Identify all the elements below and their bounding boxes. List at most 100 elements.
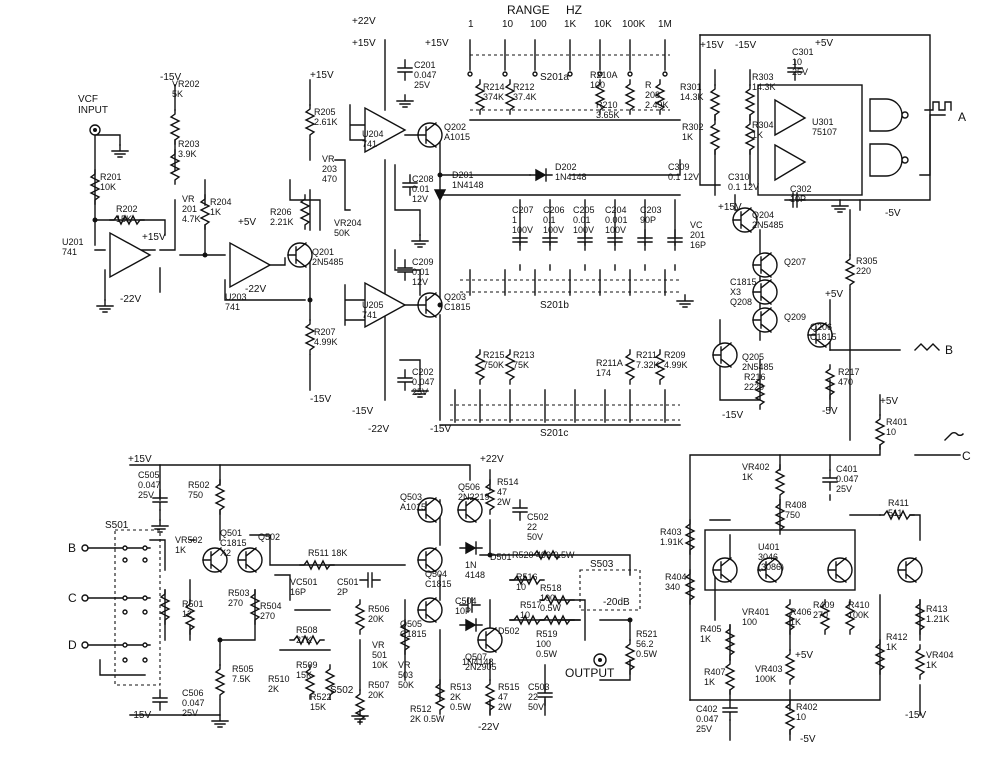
transistor-q202 bbox=[417, 122, 443, 148]
transistor-q208 bbox=[752, 279, 778, 305]
transistor-u401-q4 bbox=[897, 557, 923, 583]
diode-d502 bbox=[459, 618, 483, 632]
rail-m22-u203: -22V bbox=[245, 284, 266, 295]
rail-p5-q206: +5V bbox=[825, 289, 843, 300]
selector-input-d-label: D bbox=[68, 638, 77, 652]
output-label: OUTPUT bbox=[565, 666, 615, 680]
range-pos-1: 1 bbox=[468, 19, 474, 30]
switch-label-s502: S502 bbox=[330, 685, 354, 696]
range-header: RANGE HZ 1 10 100 1K 10K 100K 1M bbox=[468, 3, 672, 30]
component-label-d502: D502 bbox=[498, 626, 520, 636]
component-label-q207: Q207 bbox=[784, 257, 806, 267]
component-label-r511: R511 18K bbox=[308, 548, 347, 558]
component-label-d502b: 1N4148 bbox=[462, 657, 494, 667]
diode-d202 bbox=[529, 168, 553, 182]
rail-m5-u301: -5V bbox=[885, 208, 901, 219]
rail-m15-vr404: -15V bbox=[905, 710, 926, 721]
rail-p15-u204: +15V bbox=[352, 38, 376, 49]
transistor-u401-q3 bbox=[827, 557, 853, 583]
range-pos-10: 10 bbox=[502, 19, 514, 30]
rail-m15-r207: -15V bbox=[310, 394, 331, 405]
switch-label-s201b: S201b bbox=[540, 300, 569, 311]
rail-m15-block5: -15V bbox=[130, 710, 151, 721]
rail-p5-r401: +5V bbox=[880, 396, 898, 407]
rail-m22-block5: -22V bbox=[478, 722, 499, 733]
switch-label-s201c: S201c bbox=[540, 428, 568, 439]
component-label-q502: Q502 bbox=[258, 532, 280, 542]
rail-m5-r402: -5V bbox=[800, 734, 816, 745]
input-c-terminal bbox=[81, 594, 89, 602]
switch-label-s503: S503 bbox=[590, 559, 614, 570]
component-label-d501: D501 bbox=[490, 552, 512, 562]
rail-m15-s201c: -15V bbox=[430, 424, 451, 435]
rail-p22-top: +22V bbox=[352, 16, 376, 27]
rail-p15-r205: +15V bbox=[310, 70, 334, 81]
transistor-q502 bbox=[237, 547, 263, 573]
rail-p15-u201: +15V bbox=[142, 232, 166, 243]
input-d-terminal bbox=[81, 641, 89, 649]
range-pos-100: 100 bbox=[530, 19, 547, 30]
rail-m15-r216: -15V bbox=[722, 410, 743, 421]
output-c-label: C bbox=[962, 449, 971, 463]
transistor-q207 bbox=[752, 252, 778, 278]
component-label-r520: R520 499 0.5W bbox=[512, 550, 575, 560]
range-pos-1m: 1M bbox=[658, 19, 672, 30]
range-pos-1k: 1K bbox=[564, 19, 577, 30]
